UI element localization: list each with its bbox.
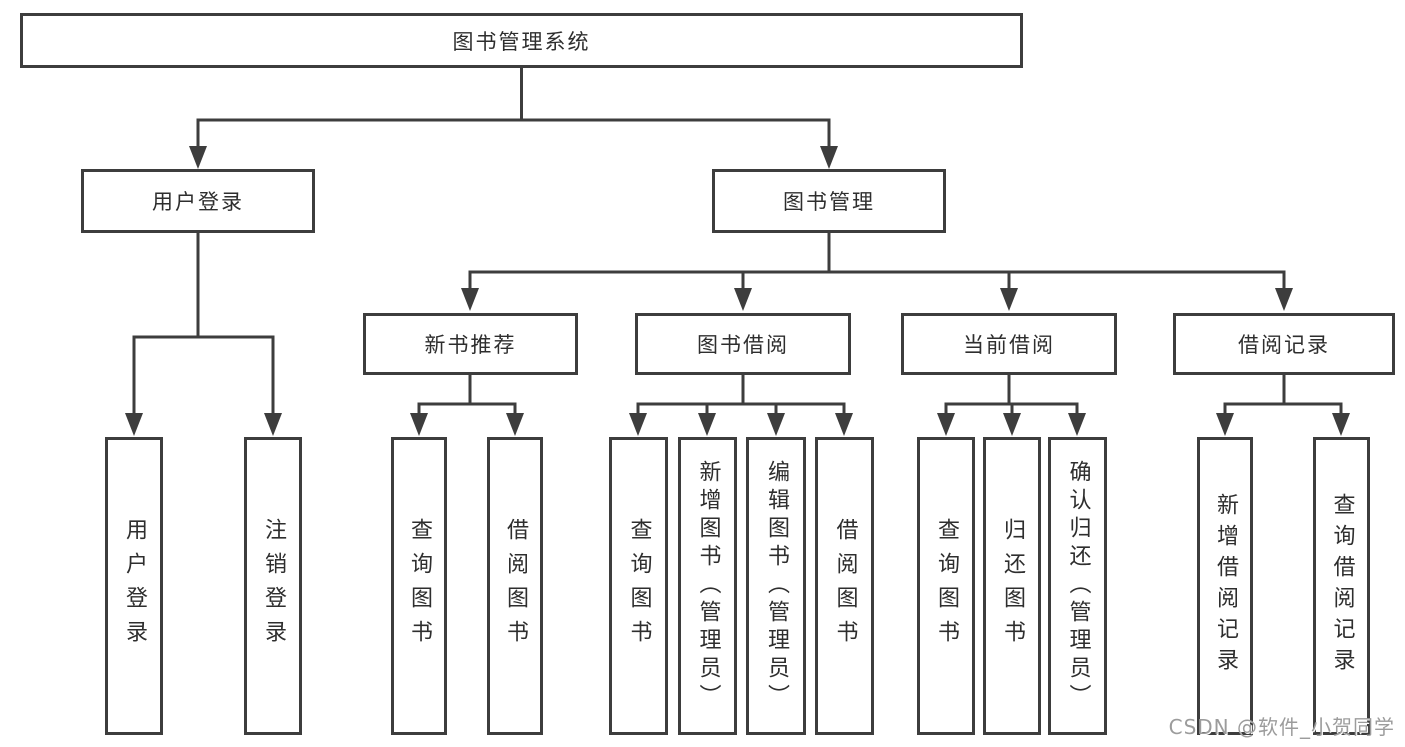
leaf-edit-book-admin: 编辑图书（管理员）	[746, 437, 806, 735]
leaf-return-books: 归还图书	[983, 437, 1041, 735]
leaf-add-borrow-record: 新增借阅记录	[1197, 437, 1253, 735]
leaf-confirm-return-admin: 确认归还（管理员）	[1048, 437, 1107, 735]
node-book-management: 图书管理	[712, 169, 946, 233]
node-borrow-records: 借阅记录	[1173, 313, 1395, 375]
leaf-label: 新增图书（管理员）	[695, 460, 721, 712]
leaf-label: 借阅图书	[503, 518, 528, 654]
leaf-logout: 注销登录	[244, 437, 302, 735]
leaf-label: 确认归还（管理员）	[1065, 460, 1091, 712]
node-book-borrow: 图书借阅	[635, 313, 851, 375]
leaf-label: 查询借阅记录	[1329, 493, 1355, 679]
leaf-label: 查询图书	[407, 518, 432, 654]
leaf-query-books-borrow: 查询图书	[609, 437, 668, 735]
csdn-watermark: CSDN @软件_小贺同学	[1168, 715, 1395, 739]
node-current-borrow: 当前借阅	[901, 313, 1117, 375]
node-root: 图书管理系统	[20, 13, 1023, 68]
leaf-query-books-recommend: 查询图书	[391, 437, 447, 735]
leaf-label: 借阅图书	[832, 518, 858, 654]
leaf-borrow-books-recommend: 借阅图书	[487, 437, 543, 735]
leaf-label: 新增借阅记录	[1213, 493, 1238, 679]
leaf-borrow-books: 借阅图书	[815, 437, 874, 735]
node-new-book-recommend: 新书推荐	[363, 313, 578, 375]
leaf-label: 查询图书	[934, 518, 959, 654]
leaf-query-books-current: 查询图书	[917, 437, 975, 735]
leaf-label: 归还图书	[1000, 518, 1025, 654]
leaf-label: 查询图书	[626, 518, 652, 654]
leaf-add-book-admin: 新增图书（管理员）	[678, 437, 737, 735]
node-user-login: 用户登录	[81, 169, 315, 233]
leaf-query-borrow-record: 查询借阅记录	[1313, 437, 1370, 735]
leaf-label: 用户登录	[122, 518, 147, 654]
leaf-label: 编辑图书（管理员）	[764, 460, 789, 712]
leaf-label: 注销登录	[261, 518, 286, 654]
leaf-user-login: 用户登录	[105, 437, 163, 735]
